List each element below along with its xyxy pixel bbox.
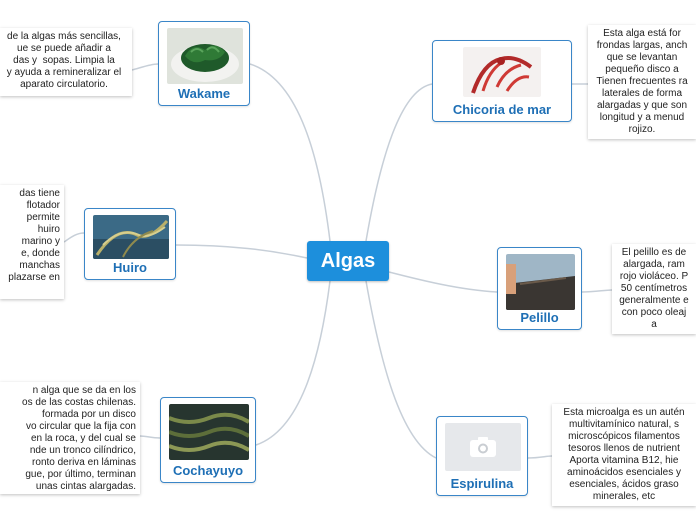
connector-wakame-note (131, 63, 159, 71)
connector-wakame (249, 63, 331, 242)
note-chicoria: Esta alga está for frondas largas, anch … (588, 25, 696, 139)
connector-espirulina-note (527, 455, 553, 459)
cochayuyo-image (169, 404, 249, 460)
topic-cochayuyo[interactable]: Cochayuyo (160, 397, 256, 483)
topic-label: Wakame (177, 86, 231, 101)
pelillo-drying-image (506, 254, 575, 310)
connector-cochayuyo-note (139, 435, 161, 439)
connector-chicoria (365, 83, 433, 242)
seaweed-bowl-image (167, 28, 243, 84)
topic-huiro[interactable]: Huiro (84, 208, 176, 280)
connector-espirulina (365, 280, 437, 459)
note-cochayuyo: n alga que se da en los os de las costas… (0, 382, 140, 494)
connector-cochayuyo (255, 280, 331, 446)
topic-espirulina[interactable]: Espirulina (436, 416, 528, 496)
note-espirulina: Esta microalga es un autén multivitamíni… (552, 404, 696, 506)
note-wakame: de la algas más sencillas, ue se puede a… (0, 28, 132, 96)
connector-huiro-note (63, 232, 85, 243)
connector-pelillo (388, 271, 498, 293)
topic-wakame[interactable]: Wakame (158, 21, 250, 106)
note-pelillo: El pelillo es de alargada, ram rojo viol… (612, 244, 696, 334)
topic-label: Espirulina (450, 476, 514, 491)
central-topic-algas[interactable]: Algas (307, 241, 389, 281)
connector-pelillo-note (581, 289, 613, 293)
topic-label: Huiro (113, 260, 147, 275)
kelp-water-image (93, 215, 169, 259)
note-huiro: das tiene flotador permite huiro marino … (0, 185, 64, 299)
topic-chicoria-de-mar[interactable]: Chicoria de mar (432, 40, 572, 122)
connector-huiro (175, 244, 308, 259)
topic-pelillo[interactable]: Pelillo (497, 247, 582, 330)
camera-placeholder-icon (445, 423, 521, 471)
topic-label: Pelillo (520, 310, 559, 325)
red-seaweed-image (463, 47, 541, 97)
topic-label: Chicoria de mar (452, 102, 552, 117)
topic-label: Cochayuyo (172, 463, 244, 478)
